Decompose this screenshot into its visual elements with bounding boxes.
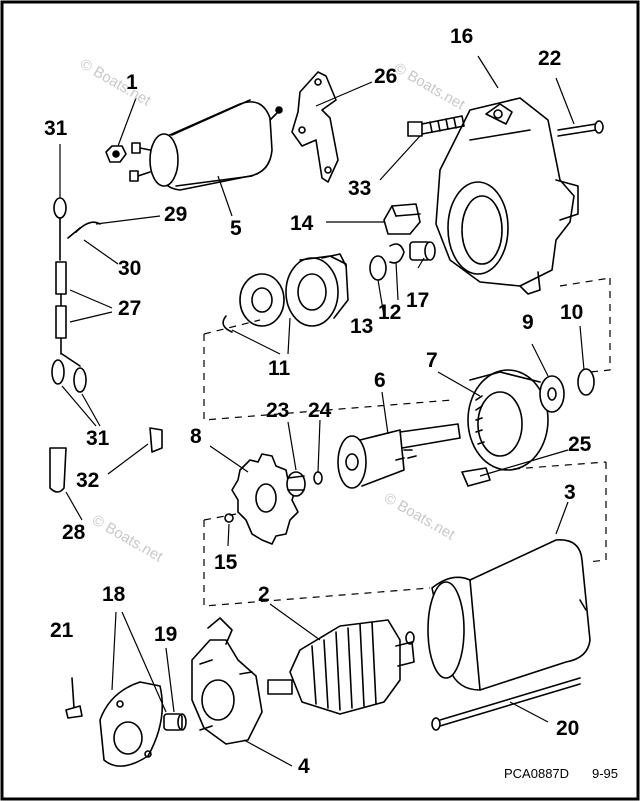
part-label-10: 10: [560, 301, 584, 324]
part-label-25: 25: [568, 433, 592, 456]
part-label-30: 30: [118, 257, 142, 280]
pin-24-part: [313, 471, 323, 485]
solenoid-part: [129, 99, 283, 191]
part-label-22: 22: [538, 47, 562, 70]
part-label-29: 29: [164, 203, 188, 226]
part-label-28: 28: [62, 521, 86, 544]
gear-23-part: [286, 471, 306, 497]
ring-13-part: [369, 255, 387, 281]
part-label-23: 23: [266, 399, 290, 422]
bracket-part: [291, 71, 339, 183]
drawing-date: 9-95: [592, 766, 619, 781]
clip-12-part: [389, 243, 405, 264]
wire-harness-part: [49, 197, 163, 493]
drive-housing-part: [435, 97, 579, 295]
dashed-group-outline-lower: [203, 461, 607, 607]
part-label-4: 4: [298, 755, 310, 778]
part-label-24: 24: [308, 399, 332, 422]
part-label-26: 26: [374, 65, 398, 88]
part-label-7: 7: [426, 349, 438, 372]
part-label-8: 8: [190, 425, 202, 448]
part-label-18: 18: [102, 583, 126, 606]
brush-holder-4-part: [191, 617, 263, 745]
bushing-19-part: [163, 713, 187, 731]
through-bolt-20-part: [431, 677, 581, 731]
part-label-2: 2: [258, 583, 270, 606]
gear-plate-8-part: [231, 453, 299, 545]
bolt-33-part: [407, 115, 465, 137]
screw-21-part: [65, 677, 83, 719]
part-label-31-top: 31: [44, 117, 68, 140]
part-label-5: 5: [230, 217, 242, 240]
part-label-1: 1: [126, 71, 138, 94]
block-14-part: [383, 203, 421, 235]
part-label-11: 11: [268, 357, 291, 380]
block-25-part: [461, 467, 491, 487]
drive-pinion-part: [222, 253, 349, 333]
part-label-6: 6: [374, 369, 386, 392]
washer-9-part: [539, 375, 565, 413]
drawing-code: PCA0887D: [504, 766, 570, 781]
part-label-20: 20: [556, 717, 580, 740]
part-label-33: 33: [348, 177, 372, 200]
armature-2-part: [267, 619, 415, 715]
ball-15-part: [224, 513, 234, 523]
part-label-17: 17: [406, 289, 430, 312]
part-label-12: 12: [378, 301, 402, 324]
part-label-14: 14: [290, 212, 314, 235]
gear-housing-7-part: [467, 369, 549, 471]
bushing-17-part: [409, 241, 436, 261]
part-label-9: 9: [522, 311, 534, 334]
part-label-31-bottom: 31: [86, 427, 110, 450]
ring-10-part: [577, 368, 595, 396]
part-label-13: 13: [350, 315, 374, 338]
part-label-19: 19: [154, 623, 178, 646]
part-label-15: 15: [214, 551, 238, 574]
nut-part: [105, 145, 127, 163]
part-label-27: 27: [118, 297, 142, 320]
part-label-3: 3: [564, 481, 576, 504]
dashed-group-outline-upper: [203, 277, 611, 421]
part-label-16: 16: [450, 25, 474, 48]
shaft-6-part: [337, 423, 461, 489]
part-label-21: 21: [50, 619, 74, 642]
bolt-22-part: [557, 120, 604, 137]
field-frame-3-part: [427, 539, 591, 691]
part-label-32: 32: [76, 469, 100, 492]
end-cap-18-part: [99, 681, 164, 767]
